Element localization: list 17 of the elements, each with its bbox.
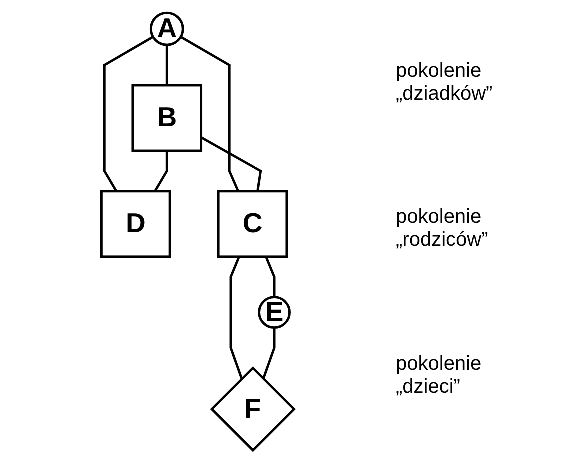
generation-label: pokolenie „dziadków” <box>396 60 494 106</box>
connector <box>230 256 244 380</box>
connector <box>180 36 240 192</box>
connector <box>265 256 276 298</box>
generation-label: pokolenie „dzieci” <box>396 352 483 399</box>
connector <box>103 36 154 192</box>
connector <box>200 136 262 192</box>
connector <box>262 328 276 380</box>
node-box: B <box>132 84 203 152</box>
generation-label: pokolenie „rodziców” <box>396 206 490 252</box>
node-circle: A <box>150 12 184 46</box>
node-box: D <box>100 190 172 258</box>
node-box: C <box>217 190 288 258</box>
connector <box>154 151 168 192</box>
node-circle: E <box>258 296 291 330</box>
node-diamond: F <box>210 366 296 452</box>
connector <box>166 45 168 86</box>
